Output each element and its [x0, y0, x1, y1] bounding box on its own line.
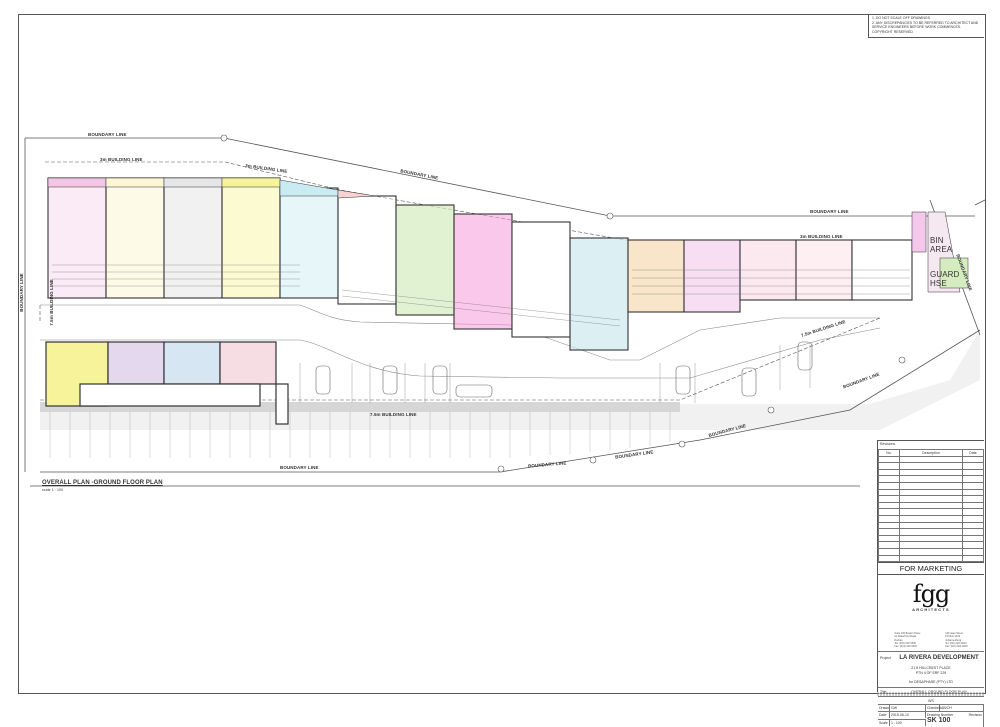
- footer-fine-print: [877, 692, 984, 696]
- building-line-3m-label: 3m BUILDING LINE: [100, 157, 143, 162]
- general-notes: 1. DO NOT SCALE OFF DRAWINGS. 2. ANY DIS…: [868, 14, 984, 38]
- firm-mark: fgg: [912, 580, 951, 609]
- address-line: Fax: (031) 000 0000: [894, 645, 917, 649]
- drawing-title: OVERALL PLAN -GROUND FLOOR PLAN: [42, 480, 163, 486]
- date-value: 2015-06-10: [890, 711, 926, 719]
- address-line: Fax: (011) 000 0000: [945, 645, 968, 649]
- site-line: PTN 4 OF ERF 229: [915, 670, 947, 675]
- revisions-table: No. Description Date: [878, 449, 984, 563]
- address-right: 139 Joan Street PO Box 1234 Johannesburg…: [945, 632, 967, 650]
- note-line: COPYRIGHT RESERVED: [872, 29, 913, 34]
- title-block: Revisions No. Description Date FOR MARKE…: [877, 440, 984, 727]
- sub-value: WS: [928, 698, 934, 703]
- firm-name: ARCHITECTS: [912, 607, 950, 613]
- address-line: Suite 100 Boston Place: [894, 632, 921, 636]
- drawing-number: SK 100: [927, 717, 951, 725]
- building-line-7-5m-label: 7.5m BUILDING LINE: [48, 279, 54, 326]
- note-line: 2. ANY DISCREPANCIES TO BE REFERRED TO A…: [872, 20, 979, 25]
- status-label: FOR MARKETING: [878, 562, 984, 576]
- sub-row: WS: [878, 696, 984, 704]
- site-line: 21 8 HILLCREST PLACE: [911, 666, 951, 671]
- client-name: for DESAPHASE (PTY) LTD: [909, 680, 953, 685]
- address-line: 21 Waterfront Road: [894, 635, 917, 639]
- boundary-line-label: BOUNDARY LINE: [810, 209, 849, 214]
- address-line: Durban: [894, 638, 903, 642]
- project-row: Project LA RIVERA DEVELOPMENT: [878, 651, 984, 664]
- date-label: Date: [878, 711, 890, 719]
- rev-header-no: No.: [878, 449, 900, 457]
- boundary-line-label: BOUNDARY LINE: [280, 465, 319, 470]
- address-left: Suite 100 Boston Place 21 Waterfront Roa…: [894, 632, 920, 650]
- rev-header-description: Description: [899, 449, 963, 457]
- building-line-3m-label: 3m BUILDING LINE: [800, 234, 843, 239]
- boundary-line-label: BOUNDARY LINE: [88, 132, 127, 137]
- site-plan-drawing: [24, 134, 986, 487]
- boundary-line-label: BOUNDARY LINE: [18, 273, 24, 312]
- firm-addresses: Suite 100 Boston Place 21 Waterfront Roa…: [878, 631, 984, 651]
- project-name: LA RIVERA DEVELOPMENT: [899, 655, 979, 662]
- rev-header-date: Date: [962, 449, 984, 457]
- site-address: 21 8 HILLCREST PLACE PTN 4 OF ERF 229: [878, 664, 984, 680]
- revisions-label: Revisions: [880, 442, 896, 446]
- bin-area-label: BIN AREA: [930, 236, 953, 254]
- address-line: 139 Joan Street: [945, 632, 963, 636]
- drawing-number-cell: Drawing Number Revision SK 100: [926, 711, 984, 727]
- scale-value: 1 : 100: [890, 719, 926, 727]
- address-line: Tel: (011) 000 0000: [945, 641, 967, 645]
- project-label: Project: [880, 656, 891, 661]
- guard-house-label: GUARD HSE: [930, 270, 960, 288]
- drawing-sheet-border: [18, 14, 986, 694]
- note-line: SERVICE ENGINEERS BEFORE WORK COMMENCES.: [872, 25, 962, 29]
- note-line: 1. DO NOT SCALE OFF DRAWINGS.: [872, 16, 931, 20]
- address-line: Tel: (031) 000 0000: [894, 641, 916, 645]
- firm-logo: fgg ARCHITECTS: [878, 575, 984, 631]
- scale-label: Scale: [878, 719, 890, 727]
- address-line: Johannesburg: [945, 638, 962, 642]
- drawing-scale: scale 1 : 100: [42, 488, 64, 492]
- address-line: PO Box 1234: [945, 635, 961, 639]
- building-line-7-5m-label: 7.5m BUILDING LINE: [370, 412, 417, 417]
